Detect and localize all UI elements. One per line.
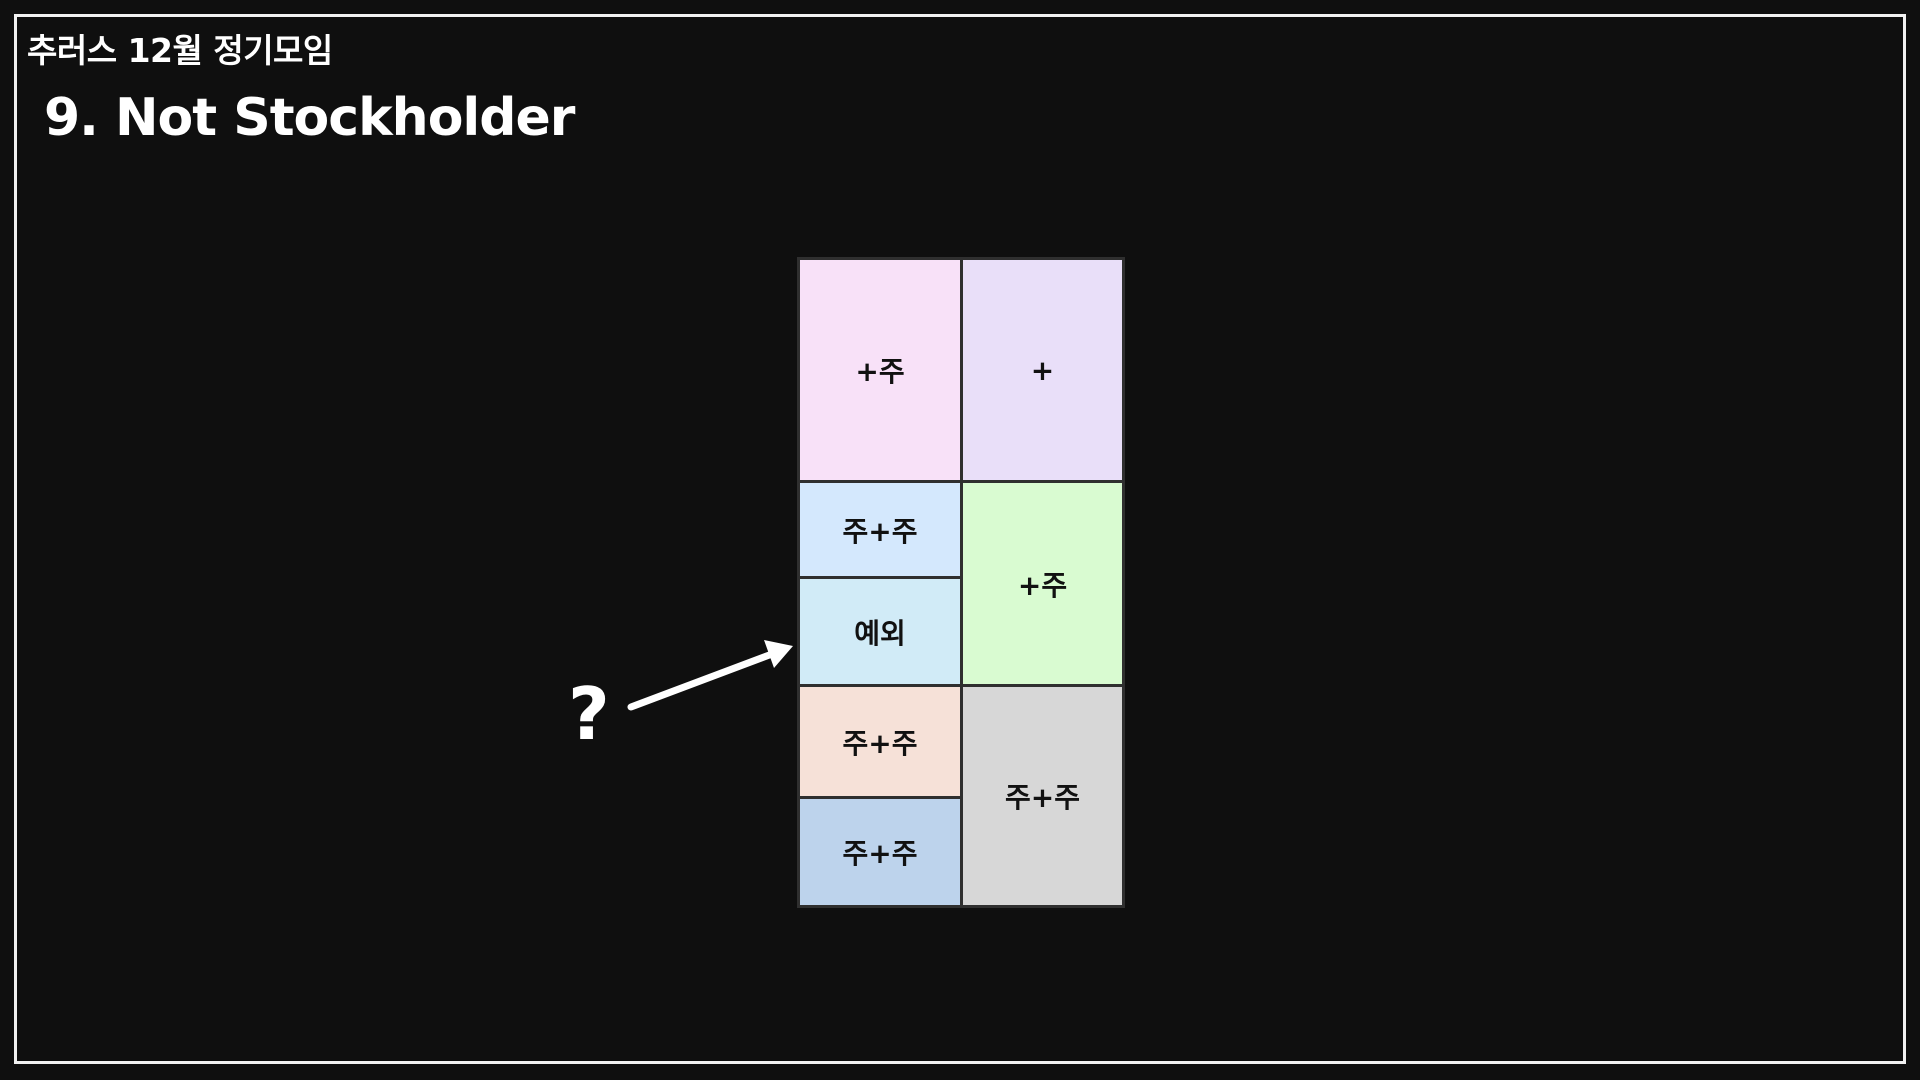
grid-cell-right-2: +주 bbox=[960, 480, 1125, 687]
slide-title: 9. Not Stockholder bbox=[44, 88, 575, 148]
grid-cell-left-5: 주+주 bbox=[797, 796, 963, 908]
grid-cell-right-3: 주+주 bbox=[960, 684, 1125, 908]
question-mark: ? bbox=[568, 672, 610, 756]
grid-cell-left-3: 예외 bbox=[797, 576, 963, 687]
arrow-head bbox=[764, 640, 793, 668]
grid-cell-left-2: 주+주 bbox=[797, 480, 963, 579]
grid-cell-right-1: + bbox=[960, 257, 1125, 483]
diagram-grid: +주 + 주+주 예외 +주 주+주 주+주 주+주 bbox=[797, 257, 1125, 908]
grid-cell-left-4: 주+주 bbox=[797, 684, 963, 799]
event-title: 추러스 12월 정기모임 bbox=[27, 31, 333, 70]
pointer-arrow bbox=[627, 640, 793, 711]
arrow-shaft bbox=[627, 650, 776, 711]
slide-frame bbox=[14, 14, 1906, 1064]
grid-cell-left-1: +주 bbox=[797, 257, 963, 483]
